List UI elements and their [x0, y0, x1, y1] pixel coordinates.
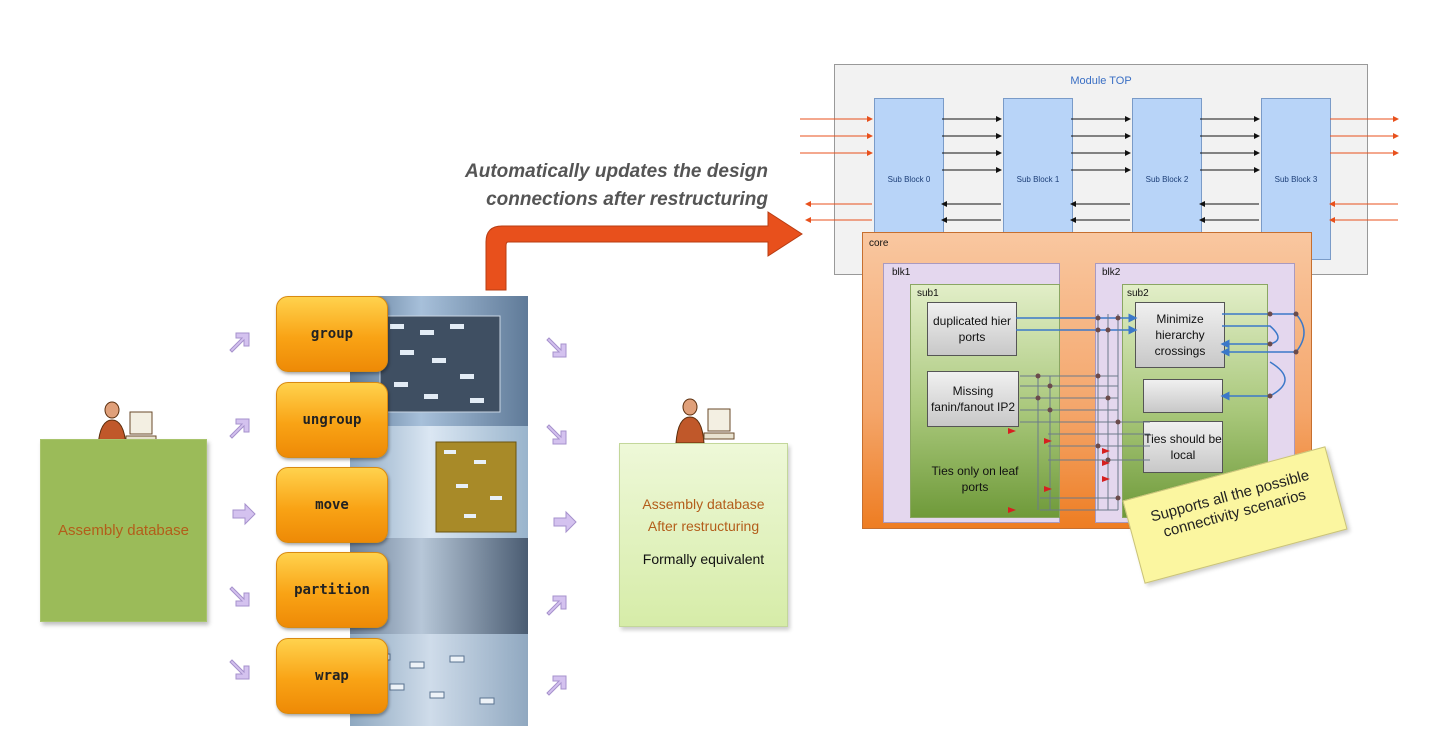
arrow-up-right-icon: [546, 675, 567, 696]
wrap-button[interactable]: wrap: [276, 638, 388, 714]
move-button[interactable]: move: [276, 467, 388, 543]
arrow-down-right-icon: [229, 586, 250, 607]
group-button[interactable]: group: [276, 296, 388, 372]
arrow-right-icon: [232, 502, 256, 526]
netlist-3-icon: [375, 653, 495, 705]
empty-gray-box: [1143, 379, 1223, 413]
arrow-down-right-icon: [546, 424, 567, 445]
core-label: core: [869, 238, 889, 249]
ties-should-be-local-box: Ties should be local: [1143, 421, 1223, 473]
module-top-wires: [800, 116, 1399, 223]
missing-fanin-fanout-box: Missing fanin/fanout IP2: [927, 371, 1019, 427]
blk1-label: blk1: [892, 267, 911, 278]
sub1-label: sub1: [917, 288, 939, 299]
tagline-line-2: connections after restructuring: [486, 189, 768, 210]
module-top-title: Module TOP: [1070, 75, 1132, 87]
arrow-up-right-icon: [229, 332, 250, 353]
arrow-down-right-icon: [229, 659, 250, 680]
arrow-up-right-icon: [229, 418, 250, 439]
assembly-database-label: Assembly database: [58, 522, 189, 539]
duplicated-hier-ports-box: duplicated hier ports: [927, 302, 1017, 356]
person-at-computer-icon: [675, 398, 735, 444]
sub2-label: sub2: [1127, 288, 1149, 299]
restructured-database-box: Assembly database After restructuring Fo…: [619, 443, 788, 627]
arrow-down-right-icon: [546, 337, 567, 358]
core-block: core blk1 sub1 Ties only on leaf ports b…: [862, 232, 1312, 529]
partition-button[interactable]: partition: [276, 552, 388, 628]
arrow-up-right-icon: [546, 595, 567, 616]
assembly-database-box: Assembly database: [40, 439, 207, 622]
blk2-label: blk2: [1102, 267, 1121, 278]
formally-equivalent-label: Formally equivalent: [642, 551, 765, 567]
tagline-line-1: Automatically updates the design: [465, 161, 768, 182]
orange-arrow-icon: [485, 211, 803, 291]
restructured-db-line-2: After restructuring: [647, 518, 760, 534]
netlist-2-icon: [435, 441, 517, 533]
arrow-right-icon: [553, 510, 577, 534]
ungroup-button[interactable]: ungroup: [276, 382, 388, 458]
ties-leaf-text: Ties only on leaf ports: [931, 464, 1019, 494]
tagline: Automatically updates the design connect…: [428, 158, 768, 214]
core-wiring: [1008, 311, 1305, 513]
minimize-hierarchy-crossings-box: Minimize hierarchy crossings: [1135, 302, 1225, 368]
restructured-db-line-1: Assembly database: [642, 496, 765, 512]
